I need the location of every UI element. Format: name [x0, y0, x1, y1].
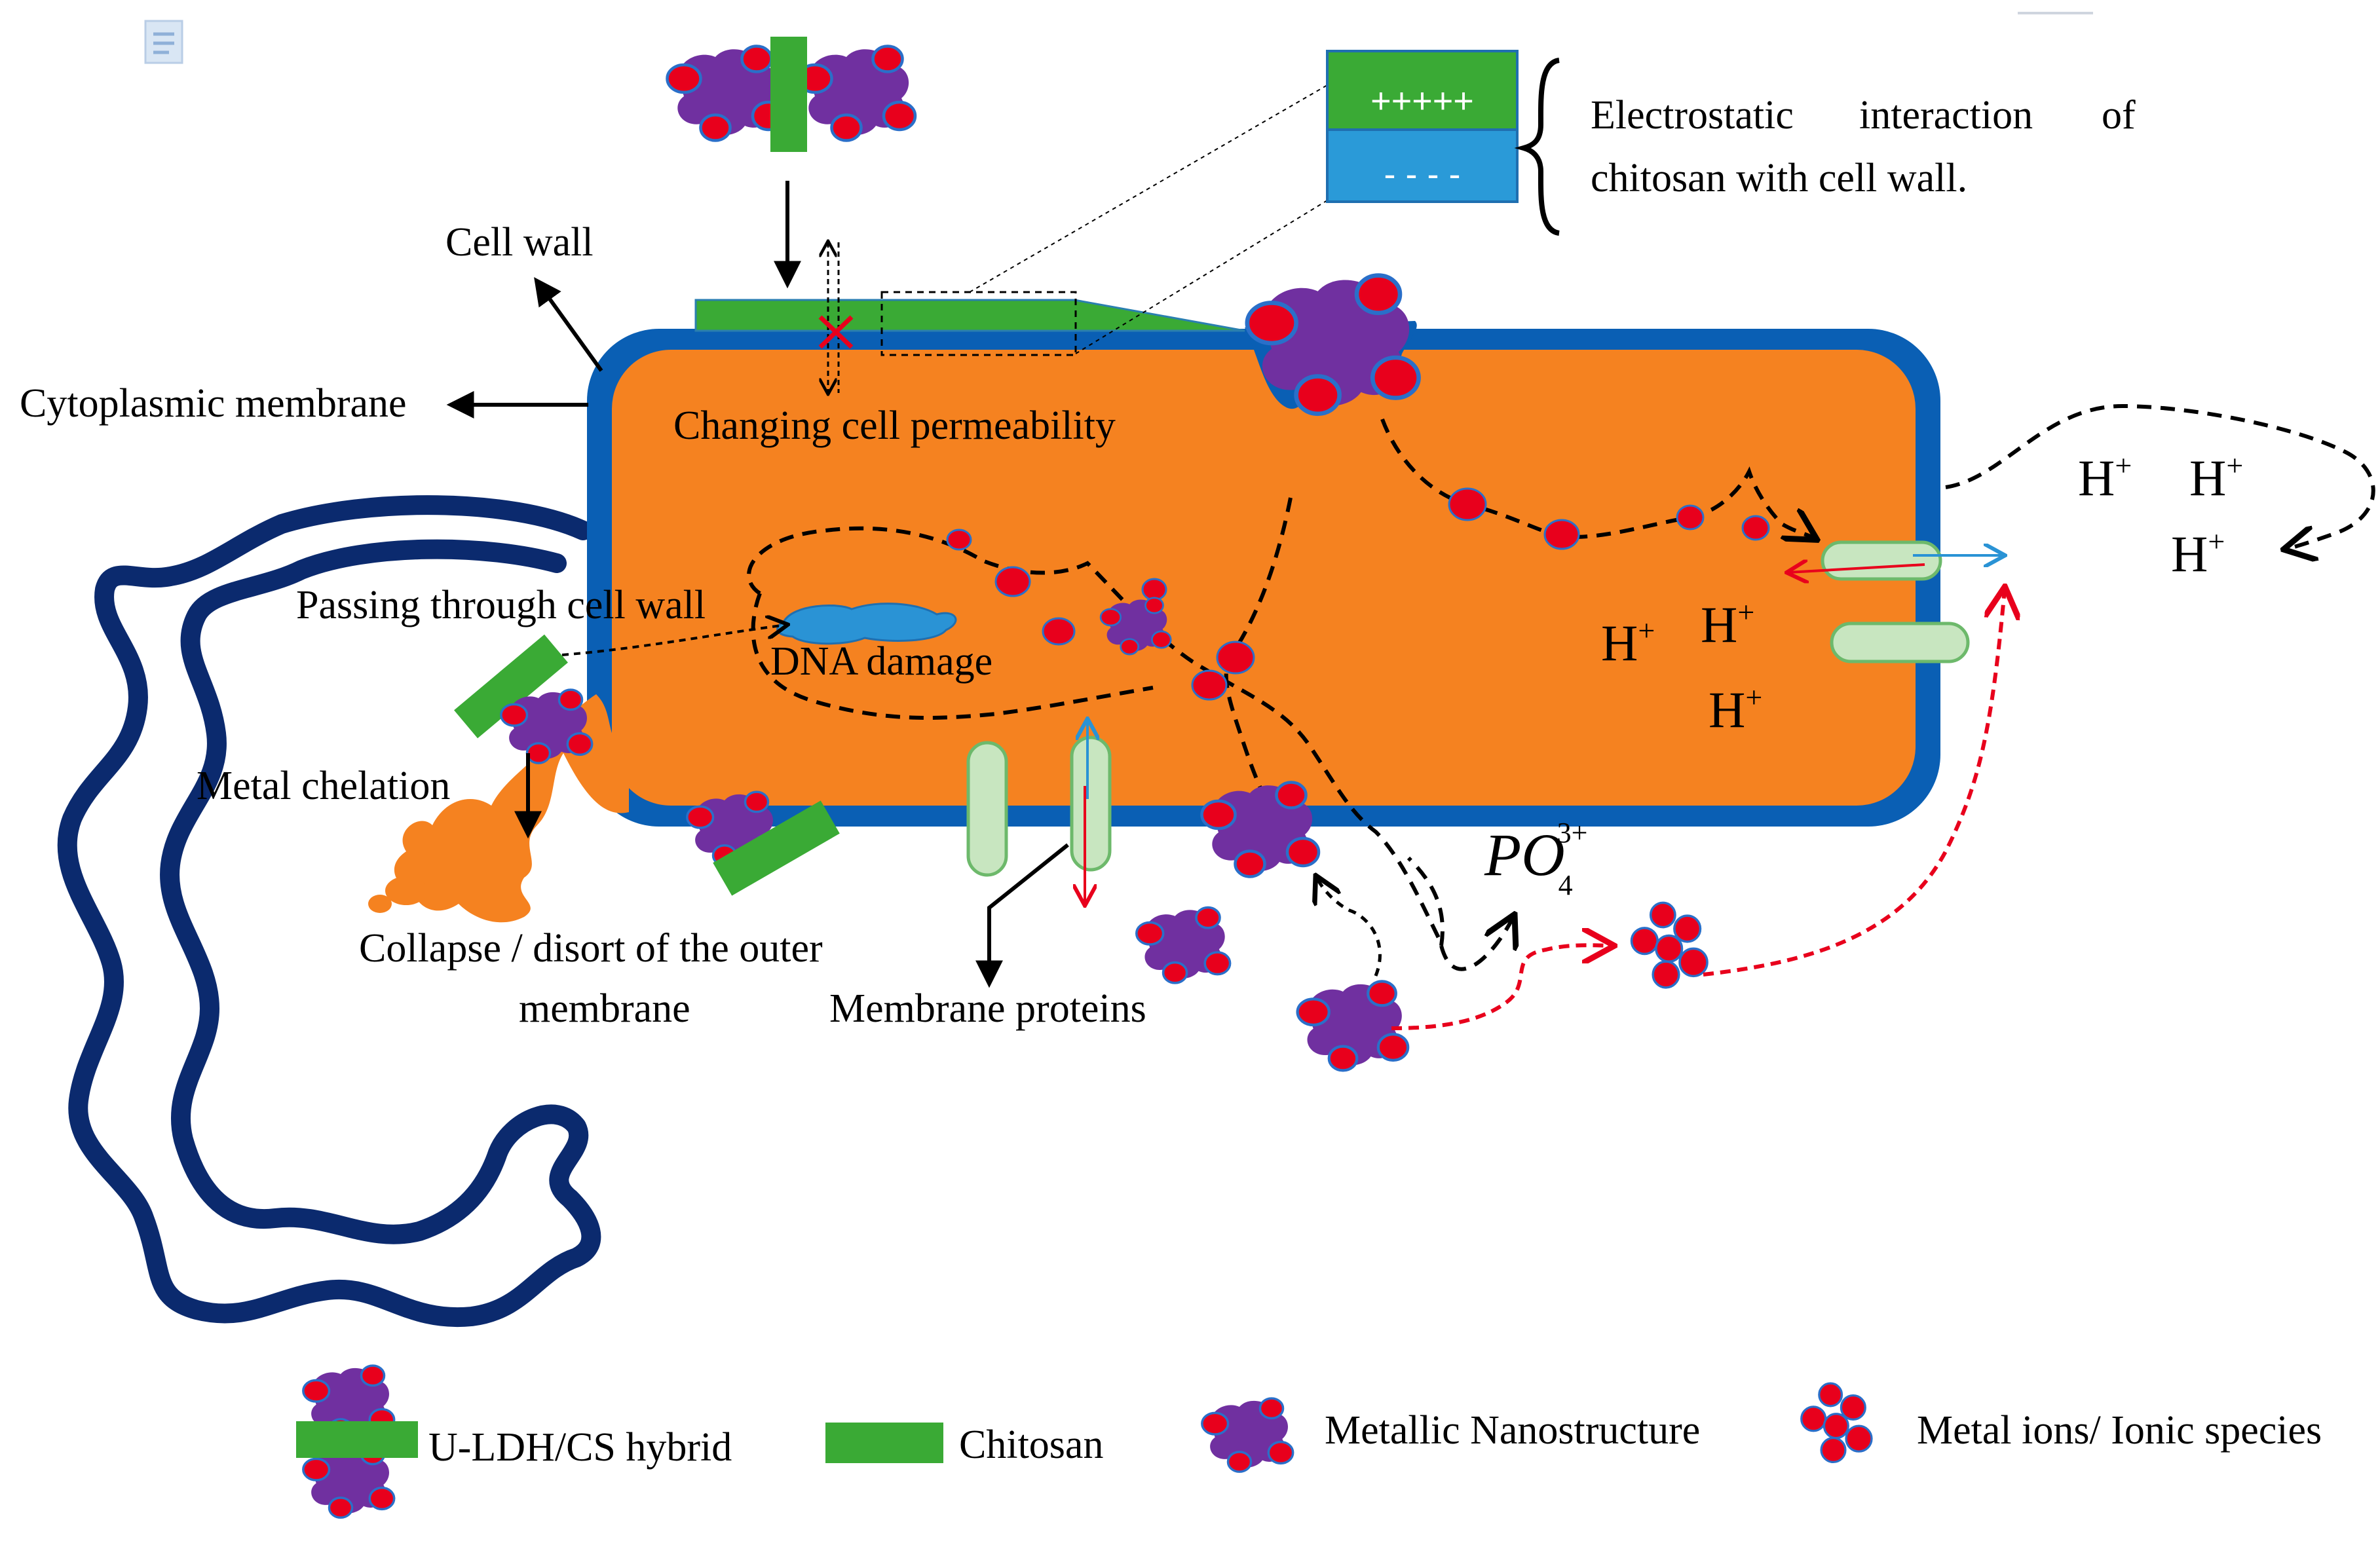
nanostructure-releasing [1298, 981, 1408, 1070]
negative-charge-layer [1326, 128, 1519, 203]
zoom-box [880, 291, 1077, 356]
cytoplasm [612, 350, 1916, 806]
chitosan-left [454, 634, 568, 739]
svg-text:H+: H+ [2171, 525, 2225, 582]
label-dna-damage: DNA damage [770, 639, 992, 684]
legend-ions-icon [1800, 1382, 1873, 1464]
svg-text:H+: H+ [1709, 680, 1762, 738]
legend-chitosan-label: Chitosan [959, 1423, 1103, 1467]
internal-ions [946, 487, 1770, 701]
svg-text:H+: H+ [1701, 595, 1754, 653]
negative-charge-text: - - - - [1384, 155, 1461, 194]
legend-hybrid-icon [296, 1364, 418, 1519]
svg-text:H+: H+ [2189, 449, 2243, 506]
label-collapse-line-1: Collapse / disort of the outer [359, 926, 823, 971]
ion-cluster-released [1630, 901, 1709, 989]
positive-charge-text: +++++ [1370, 81, 1474, 121]
document-icon [144, 20, 183, 64]
svg-text:H+: H+ [1601, 614, 1655, 671]
label-cytoplasmic-membrane: Cytoplasmic membrane [20, 381, 407, 426]
membrane-protein-bottom-2 [1070, 735, 1112, 872]
label-cell-wall: Cell wall [445, 220, 594, 265]
electrostatic-word-3: of [2102, 93, 2136, 138]
legend-hybrid-label: U-LDH/CS hybrid [428, 1425, 732, 1470]
outer-membrane [57, 495, 601, 1328]
legend-chitosan-icon [825, 1423, 943, 1463]
membrane-protein-bottom-1 [966, 741, 1008, 877]
blocked-permeability-arrow [818, 242, 854, 393]
legend-nanostructure-label: Metallic Nanostructure [1325, 1408, 1700, 1453]
legend-ions-label: Metal ions/ Ionic species [1917, 1408, 2322, 1453]
protons-outside: H+ H+ H+ [2078, 449, 2243, 582]
svg-text:H+: H+ [2078, 449, 2132, 506]
hybrid-top [668, 37, 916, 152]
chitosan-coating [694, 299, 1245, 332]
svg-text:PO43+: PO43+ [1484, 817, 1587, 901]
electrostatic-word-1: Electrostatic [1591, 93, 1794, 138]
membrane-protein-right-bottom [1830, 622, 1970, 663]
label-membrane-proteins: Membrane proteins [829, 986, 1146, 1031]
label-collapse-line-2: membrane [519, 986, 690, 1031]
phosphate-label: PO43+ [1484, 817, 1587, 901]
electrostatic-word-2: interaction [1859, 93, 2033, 138]
legend: U-LDH/CS hybrid Chitosan Metallic Nanost… [296, 1364, 2322, 1519]
membrane-protein-right-top [1821, 540, 1942, 581]
collapsed-membrane-blob [394, 694, 629, 923]
label-changing-permeability: Changing cell permeability [673, 403, 1116, 448]
legend-nanostructure-icon [1201, 1397, 1294, 1473]
protons-inside: H+ H+ H+ [1601, 595, 1762, 738]
electrostatic-line-2: chitosan with cell wall. [1591, 156, 1967, 200]
nanostructure-bottom-free [1135, 906, 1232, 984]
positive-charge-layer [1326, 50, 1519, 131]
chitosan-bottom-left [713, 800, 840, 896]
label-metal-chelation: Metal chelation [197, 764, 450, 808]
curly-brace [1514, 58, 1560, 236]
label-passing-through: Passing through cell wall [296, 583, 706, 627]
dna-blob [776, 603, 957, 645]
